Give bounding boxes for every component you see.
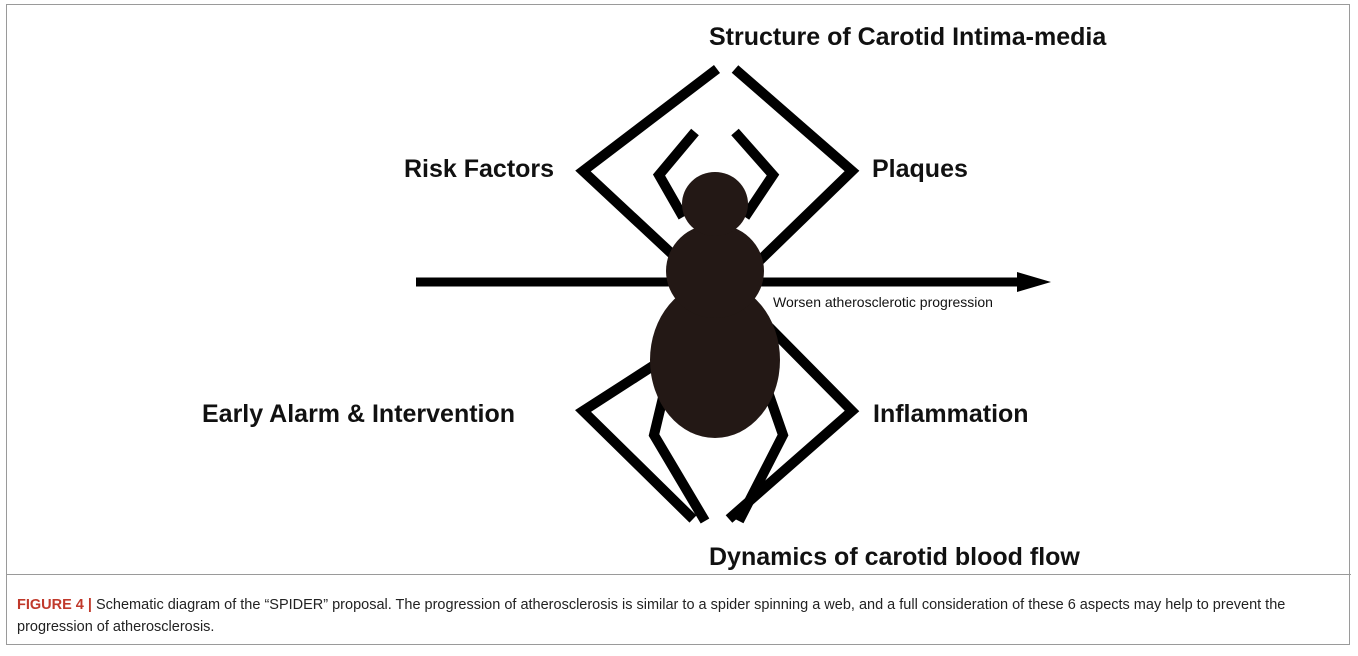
arrow-label: Worsen atherosclerotic progression xyxy=(773,295,993,309)
label-upper-right: Plaques xyxy=(872,157,968,182)
spider-diagram xyxy=(7,5,1351,575)
spider-thorax xyxy=(666,224,764,318)
label-lower-right: Inflammation xyxy=(873,402,1029,427)
label-upper-left: Risk Factors xyxy=(404,157,554,182)
spider-head xyxy=(682,172,748,236)
progression-arrowhead xyxy=(1017,272,1051,292)
label-top: Structure of Carotid Intima-media xyxy=(709,25,1106,50)
figure-number: FIGURE 4 | xyxy=(17,597,92,613)
figure-caption: FIGURE 4 | Schematic diagram of the “SPI… xyxy=(17,594,1337,638)
diagram-panel: Structure of Carotid Intima-media Risk F… xyxy=(7,5,1351,575)
label-bottom: Dynamics of carotid blood flow xyxy=(709,545,1080,570)
leg-outer-upper-right xyxy=(735,69,852,267)
label-lower-left: Early Alarm & Intervention xyxy=(202,402,515,427)
caption-text: Schematic diagram of the “SPIDER” propos… xyxy=(17,597,1285,635)
figure-frame: Structure of Carotid Intima-media Risk F… xyxy=(6,4,1350,645)
